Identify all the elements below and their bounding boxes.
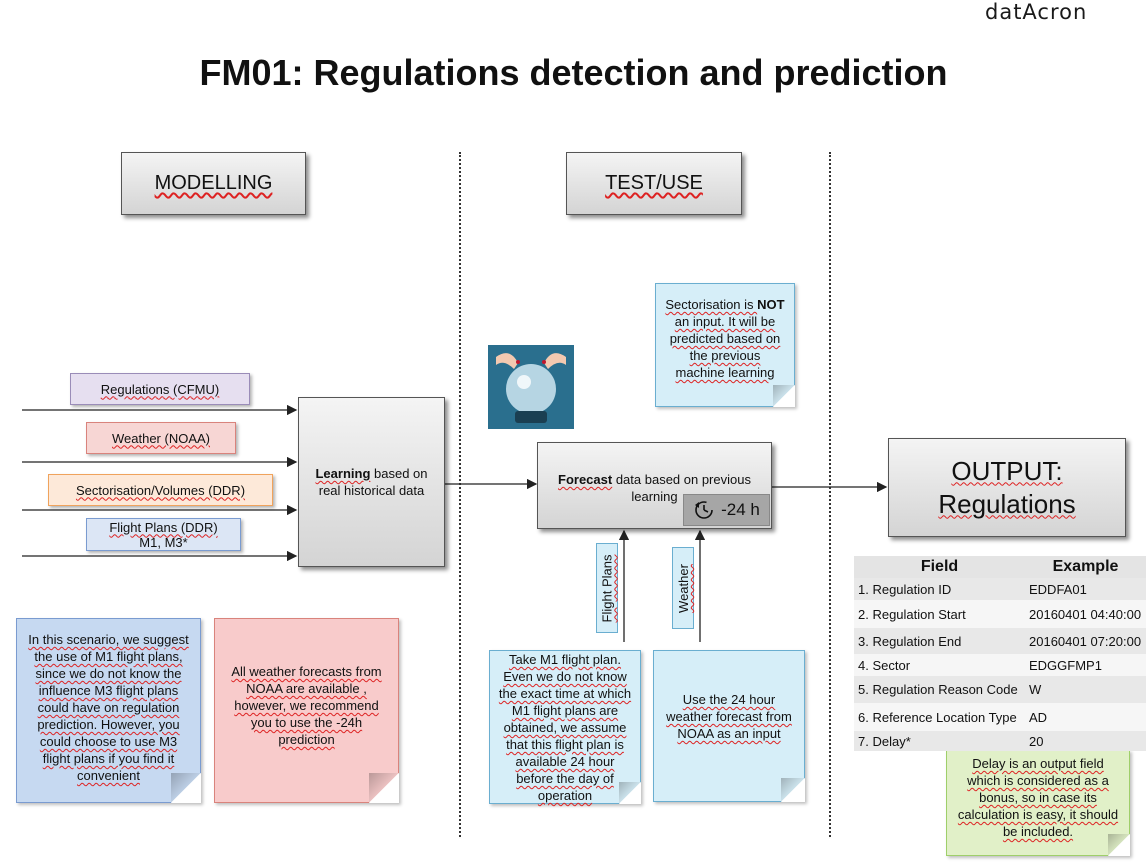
weather-side-label: Weather — [672, 547, 694, 629]
test-use-label: TEST/USE — [605, 172, 703, 194]
page-title: FM01: Regulations detection and predicti… — [199, 52, 948, 93]
delay-note: Delay is an output field which is consid… — [946, 750, 1130, 856]
sectorisation-note: Sectorisation is NOT an input. It will b… — [655, 283, 795, 407]
table-header-field: Field — [854, 556, 1025, 578]
table-cell-field: 4. Sector — [854, 654, 1025, 676]
not-emphasis: NOT — [757, 297, 785, 312]
weather-forecasts-note: All weather forecasts from NOAA are avai… — [214, 618, 399, 803]
input-flight-plans-label: Flight Plans (DDR) — [109, 519, 218, 535]
m1-plan-note: Take M1 flight plan. Even we do not know… — [489, 650, 641, 804]
forecast-24h-note: Use the 24 hour weather forecast from NO… — [653, 650, 805, 802]
table-cell-field: 5. Regulation Reason Code — [854, 676, 1025, 703]
table-cell-example: W — [1025, 676, 1146, 703]
output-label: OUTPUT: — [951, 455, 1063, 486]
table-cell-example: EDGGFMP1 — [1025, 654, 1146, 676]
input-sectorisation-label: Sectorisation/Volumes (DDR) — [75, 482, 246, 498]
table-cell-example: AD — [1025, 703, 1146, 731]
time-offset-badge: -24 h — [683, 494, 770, 526]
input-weather-label: Weather (NOAA) — [111, 430, 210, 446]
input-regulations-label: Regulations (CFMU) — [100, 381, 220, 397]
modelling-label: MODELLING — [154, 172, 273, 194]
input-sectorisation: Sectorisation/Volumes (DDR) — [48, 474, 273, 506]
scenario-note: In this scenario, we suggest the use of … — [16, 618, 201, 803]
table-cell-example: EDDFA01 — [1025, 578, 1146, 600]
modelling-header: MODELLING — [121, 152, 306, 215]
separator-line-2 — [829, 152, 831, 837]
separator-line-1 — [459, 152, 461, 837]
forecast-text: Forecast data based on previous learning — [558, 472, 751, 504]
time-offset-label: -24 h — [721, 500, 760, 519]
input-flight-plans-models: M1, M3* — [139, 534, 188, 550]
test-use-header: TEST/USE — [566, 152, 742, 215]
table-cell-field: 3. Regulation End — [854, 628, 1025, 654]
input-weather: Weather (NOAA) — [86, 422, 236, 454]
output-box: OUTPUT: Regulations — [888, 438, 1126, 537]
table-cell-example: 20160401 07:20:00 — [1025, 628, 1146, 654]
input-regulations: Regulations (CFMU) — [70, 373, 250, 405]
datacron-logo: datAcron — [985, 0, 1088, 24]
learning-box: Learning based on real historical data — [298, 397, 445, 567]
table-cell-field: 7. Delay* — [854, 731, 1025, 751]
table-cell-example: 20 — [1025, 731, 1146, 751]
output-regulations-label: Regulations — [938, 488, 1076, 519]
table-header-example: Example — [1025, 556, 1146, 578]
crystal-ball-icon — [488, 345, 574, 429]
learning-text: Learning based on real historical data — [315, 466, 428, 498]
table-cell-field: 6. Reference Location Type — [854, 703, 1025, 731]
flight-plans-side-label: Flight Plans — [596, 543, 618, 633]
clock-rewind-icon — [695, 501, 713, 519]
table-cell-field: 2. Regulation Start — [854, 600, 1025, 628]
input-flight-plans: Flight Plans (DDR) M1, M3* — [86, 518, 241, 551]
table-cell-example: 20160401 04:40:00 — [1025, 600, 1146, 628]
table-cell-field: 1. Regulation ID — [854, 578, 1025, 600]
